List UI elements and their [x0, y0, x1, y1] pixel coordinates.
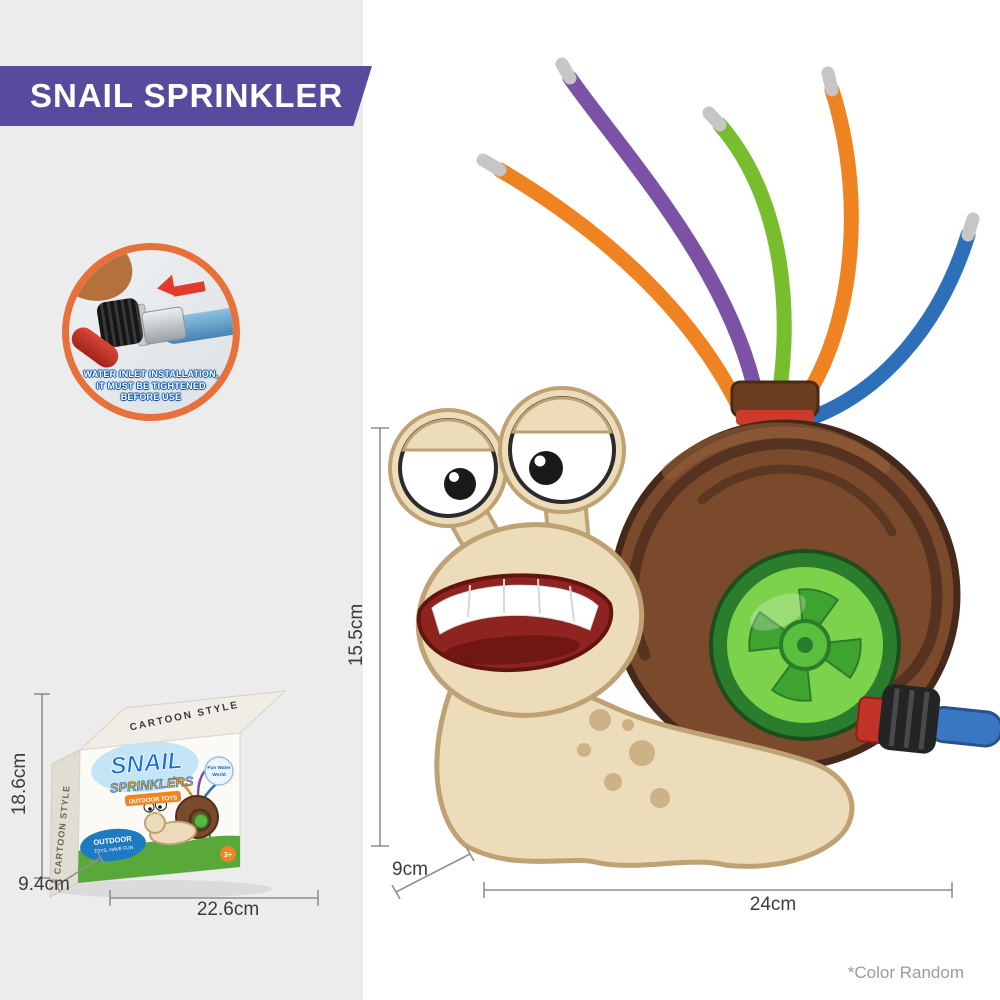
box-snail-art	[143, 770, 222, 846]
water-splash	[91, 741, 199, 793]
tube-tip	[821, 66, 839, 97]
foot-spots	[577, 709, 670, 808]
tube-orange-left	[492, 162, 753, 428]
badge-line1: Fun Water	[207, 765, 230, 771]
snail-mouth	[416, 573, 614, 673]
tube-tip	[555, 57, 577, 85]
snail-product-image	[388, 57, 1000, 869]
banner-title: SNAIL SPRINKLER	[30, 77, 344, 114]
inset-caption-line3: BEFORE USE	[120, 392, 182, 403]
box-shadow	[48, 880, 272, 898]
age-badge-text: 3+	[224, 850, 233, 859]
right-eyelid	[511, 396, 613, 434]
tube-manifold	[730, 380, 820, 425]
box-width-label: 22.6cm	[196, 899, 260, 920]
snail-depth-label: 9cm	[392, 859, 428, 880]
tube-tip	[702, 106, 727, 132]
arrow-left-icon	[172, 281, 206, 297]
box-logo-snail: SNAIL	[109, 747, 183, 780]
snail-eyes	[388, 386, 626, 528]
box-height-label: 18.6cm	[9, 752, 30, 816]
blob-line1: OUTDOOR	[93, 834, 133, 847]
package-box-image: CARTOON STYLE CARTOON STYLE	[48, 690, 287, 898]
sprinkler-hub	[709, 549, 901, 741]
tube-orange-right	[782, 82, 859, 426]
tube-green	[712, 117, 792, 426]
box-logo-sub: OUTDOOR TOYS	[129, 795, 178, 805]
tube-blue	[797, 227, 976, 428]
snail-width-label: 24cm	[749, 894, 797, 915]
tube-purple	[562, 70, 768, 426]
arrow-left-icon-head	[155, 274, 176, 300]
spray-tubes	[476, 57, 980, 428]
box-depth-label: 9.4cm	[18, 874, 70, 895]
badge-line2: World	[212, 772, 226, 778]
inset-caption-line2: IT MUST BE TIGHTENED	[96, 380, 206, 391]
tube-tip	[476, 153, 507, 177]
left-eyelid	[401, 418, 495, 452]
title-banner: SNAIL SPRINKLER	[0, 66, 372, 126]
tube-tip	[961, 212, 980, 242]
box-badge: Fun Water World	[204, 756, 234, 786]
box-logo-ribbon: OUTDOOR TOYS	[124, 790, 182, 807]
inset-caption: WATER INLET INSTALLATION, IT MUST BE TIG…	[69, 369, 233, 404]
blob-line2: TOYS, HAVE FUN	[94, 845, 134, 855]
hose-connector	[855, 684, 1000, 754]
quick-connector	[140, 305, 188, 346]
water-inlet-inset: WATER INLET INSTALLATION, IT MUST BE TIG…	[62, 243, 240, 421]
inset-caption-line1: WATER INLET INSTALLATION,	[83, 368, 219, 379]
snail-height-label: 15.5cm	[346, 603, 367, 667]
color-random-note: *Color Random	[847, 963, 964, 982]
age-badge: 3+	[220, 846, 236, 862]
